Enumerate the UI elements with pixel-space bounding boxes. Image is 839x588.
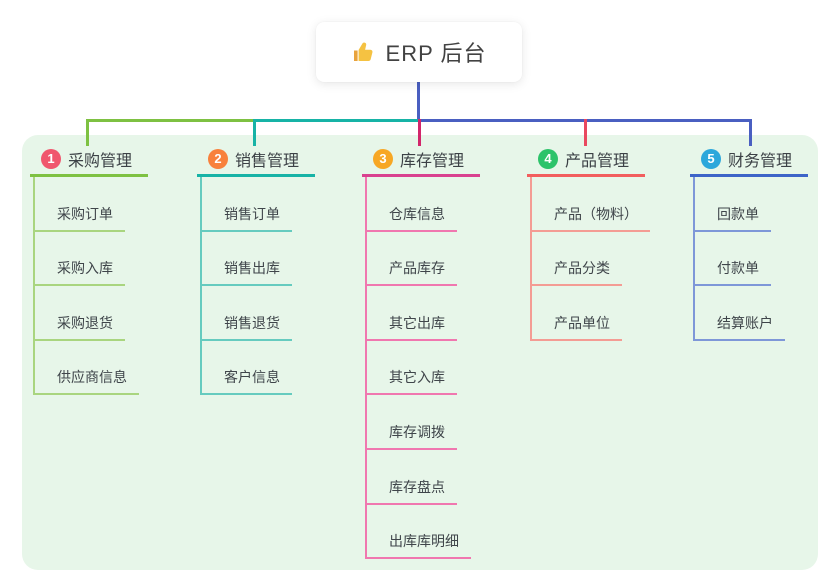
node-product-material[interactable]: 产品（物料）: [532, 177, 650, 232]
node-label: 客户信息: [224, 369, 280, 386]
branch-finance: 5 财务管理 回款单 付款单 结算账户: [690, 143, 808, 341]
node-label: 库存调拨: [389, 423, 445, 440]
branch-inventory-title: 库存管理: [400, 152, 465, 170]
node-sales-return[interactable]: 销售退货: [202, 286, 292, 341]
node-label: 回款单: [717, 205, 759, 222]
node-label: 付款单: [717, 260, 759, 277]
badge-2: 2: [208, 148, 228, 169]
node-payment-bill[interactable]: 付款单: [695, 232, 771, 287]
drop-line-branch-2: [253, 119, 256, 146]
node-label: 出库库明细: [389, 533, 459, 550]
node-purchase-inbound[interactable]: 采购入库: [35, 232, 125, 287]
root-title: ERP 后台: [385, 41, 487, 66]
node-label: 产品库存: [389, 260, 445, 277]
node-product-stock[interactable]: 产品库存: [367, 232, 457, 287]
node-label: 库存盘点: [389, 478, 445, 495]
node-label: 采购入库: [57, 260, 113, 277]
branch-inventory: 3 库存管理 仓库信息 产品库存 其它出库 其它入库 库存调拨 库存盘点 出库库…: [362, 143, 480, 560]
node-label: 采购退货: [57, 314, 113, 331]
node-purchase-order[interactable]: 采购订单: [35, 177, 125, 232]
node-label: 仓库信息: [389, 205, 445, 222]
branch-product-header[interactable]: 4 产品管理: [527, 143, 645, 177]
node-settlement-account[interactable]: 结算账户: [695, 286, 785, 341]
node-label: 其它出库: [389, 314, 445, 331]
node-label: 销售出库: [224, 260, 280, 277]
node-label: 销售订单: [224, 205, 280, 222]
node-product-unit[interactable]: 产品单位: [532, 286, 622, 341]
node-stock-transfer[interactable]: 库存调拨: [367, 395, 457, 450]
node-outbound-detail[interactable]: 出库库明细: [367, 505, 471, 560]
branch-product-children: 产品（物料） 产品分类 产品单位: [530, 177, 650, 341]
mindmap-panel: [22, 135, 818, 570]
node-other-outbound[interactable]: 其它出库: [367, 286, 457, 341]
node-label: 销售退货: [224, 314, 280, 331]
branch-sales: 2 销售管理 销售订单 销售出库 销售退货 客户信息: [197, 143, 315, 396]
branch-purchase: 1 采购管理 采购订单 采购入库 采购退货 供应商信息: [30, 143, 148, 396]
node-receipt-bill[interactable]: 回款单: [695, 177, 771, 232]
branch-product-title: 产品管理: [565, 152, 630, 170]
node-warehouse-info[interactable]: 仓库信息: [367, 177, 457, 232]
node-purchase-return[interactable]: 采购退货: [35, 286, 125, 341]
branch-purchase-header[interactable]: 1 采购管理: [30, 143, 148, 177]
node-sales-outbound[interactable]: 销售出库: [202, 232, 292, 287]
node-other-inbound[interactable]: 其它入库: [367, 341, 457, 396]
thumbs-up-icon: [353, 42, 373, 61]
bus-segment-teal: [253, 119, 419, 122]
badge-1: 1: [41, 148, 61, 169]
node-label: 其它入库: [389, 369, 445, 386]
branch-sales-title: 销售管理: [235, 152, 300, 170]
badge-4: 4: [538, 148, 558, 169]
branch-inventory-children: 仓库信息 产品库存 其它出库 其它入库 库存调拨 库存盘点 出库库明细: [365, 177, 480, 560]
node-label: 采购订单: [57, 205, 113, 222]
badge-3: 3: [373, 148, 393, 169]
drop-line-branch-1: [86, 119, 89, 146]
node-label: 产品单位: [554, 314, 610, 331]
branch-product: 4 产品管理 产品（物料） 产品分类 产品单位: [527, 143, 650, 341]
drop-line-branch-4: [584, 119, 587, 146]
branch-purchase-children: 采购订单 采购入库 采购退货 供应商信息: [33, 177, 148, 396]
branch-finance-title: 财务管理: [728, 152, 793, 170]
node-stock-check[interactable]: 库存盘点: [367, 450, 457, 505]
badge-5: 5: [701, 148, 721, 169]
drop-line-branch-3: [418, 119, 421, 146]
node-label: 产品分类: [554, 260, 610, 277]
branch-inventory-header[interactable]: 3 库存管理: [362, 143, 480, 177]
node-label: 产品（物料）: [554, 205, 638, 222]
root-node[interactable]: ERP 后台: [316, 22, 522, 82]
node-customer-info[interactable]: 客户信息: [202, 341, 292, 396]
node-sales-order[interactable]: 销售订单: [202, 177, 292, 232]
root-connector-line: [417, 80, 420, 119]
branch-purchase-title: 采购管理: [68, 152, 133, 170]
bus-segment-green: [86, 119, 253, 122]
branch-sales-header[interactable]: 2 销售管理: [197, 143, 315, 177]
branch-finance-children: 回款单 付款单 结算账户: [693, 177, 808, 341]
node-label: 结算账户: [717, 314, 773, 331]
branch-finance-header[interactable]: 5 财务管理: [690, 143, 808, 177]
node-supplier-info[interactable]: 供应商信息: [35, 341, 139, 396]
drop-line-branch-5: [749, 119, 752, 146]
node-product-category[interactable]: 产品分类: [532, 232, 622, 287]
node-label: 供应商信息: [57, 369, 127, 386]
branch-sales-children: 销售订单 销售出库 销售退货 客户信息: [200, 177, 315, 396]
